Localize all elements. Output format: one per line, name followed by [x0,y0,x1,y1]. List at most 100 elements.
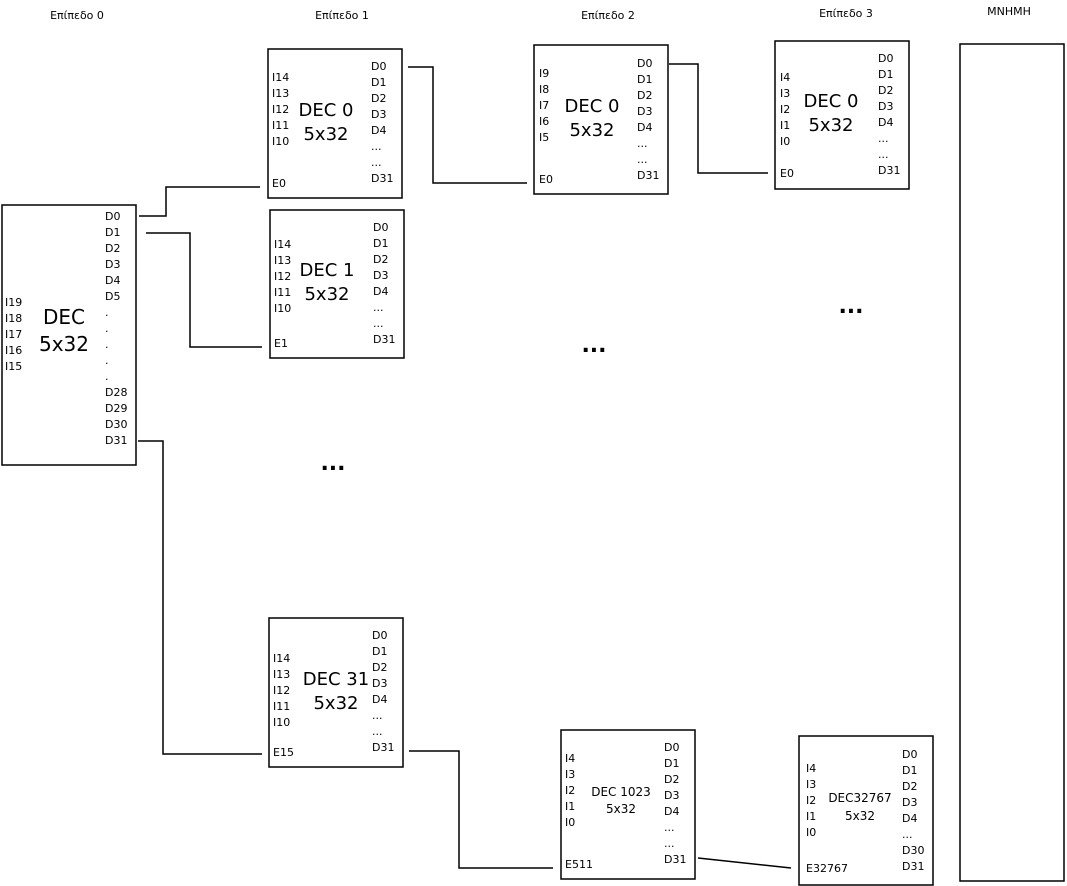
decoder-output-pin: D1 [637,73,652,86]
decoder-name: DEC 0 [565,96,620,117]
decoder-output-pin: D31 [878,164,900,177]
memory-label: ΜΝΗΜΗ [987,5,1031,18]
decoder-output-pin: D4 [371,124,386,137]
decoder-input-pin: I14 [272,71,289,84]
decoder-output-pin: . [105,322,109,335]
memory-block [959,43,1065,882]
decoder-output-pin: ... [371,156,382,169]
decoder-output-pin: D4 [664,805,679,818]
decoder-output-pin: D4 [637,121,652,134]
decoder-name: DEC [43,305,85,329]
decoder-input-pin: I17 [5,328,22,341]
decoder-input-pin: I8 [539,83,549,96]
decoder-name: DEC 1023 [591,785,651,799]
decoder-output-pin: D2 [105,242,120,255]
decoder-enable-pin: E0 [539,173,553,186]
decoder-output-pin: D2 [372,661,387,674]
wire-l1-dec31-to-l2-dec1023 [409,750,553,869]
decoder-box [269,209,405,359]
decoder-input-pin: I2 [780,103,790,116]
decoder-output-pin: . [105,370,109,383]
decoder-input-pin: I13 [273,668,290,681]
ellipsis-level-1: ... [320,451,345,476]
decoder-output-pin: D2 [373,253,388,266]
decoder-output-pin: D2 [664,773,679,786]
decoder-l1-dec1: DEC 15x32I14I13I12I11I10D0D1D2D3D4......… [269,209,405,359]
level-3-label: Επίπεδο 3 [819,7,873,20]
decoder-output-pin: D28 [105,386,127,399]
decoder-output-pin: D3 [637,105,652,118]
level-1-label: Επίπεδο 1 [315,9,369,22]
wire-root-d31-to-l1-dec31 [138,440,262,755]
decoder-output-pin: D3 [371,108,386,121]
wire-l1-dec0-to-l2-dec0 [408,66,527,184]
decoder-input-pin: I5 [539,131,549,144]
decoder-output-pin: D4 [372,693,387,706]
decoder-enable-pin: E1 [274,337,288,350]
decoder-l2-dec1023: DEC 10235x32I4I3I2I1I0D0D1D2D3D4......D3… [560,729,696,880]
decoder-input-pin: I3 [565,768,575,781]
decoder-output-pin: D0 [637,57,652,70]
decoder-output-pin: D0 [373,221,388,234]
decoder-output-pin: D4 [878,116,893,129]
decoder-name: DEC 1 [300,260,355,281]
decoder-output-pin: D1 [902,764,917,777]
decoder-box [774,40,910,190]
decoder-size: 5x32 [313,693,358,714]
decoder-output-pin: D1 [371,76,386,89]
decoder-output-pin: D31 [902,860,924,873]
decoder-input-pin: I4 [565,752,575,765]
decoder-input-pin: I0 [565,816,575,829]
decoder-input-pin: I1 [806,810,816,823]
decoder-enable-pin: E511 [565,858,593,871]
decoder-input-pin: I3 [780,87,790,100]
decoder-output-pin: D1 [105,226,120,239]
decoder-box [267,48,403,199]
decoder-output-pin: D0 [878,52,893,65]
decoder-output-pin: ... [902,828,913,841]
decoder-output-pin: D31 [664,853,686,866]
decoder-input-pin: I19 [5,296,22,309]
decoder-output-pin: ... [637,137,648,150]
decoder-input-pin: I3 [806,778,816,791]
decoder-output-pin: D5 [105,290,120,303]
decoder-output-pin: D0 [902,748,917,761]
decoder-l3-dec32767: DEC327675x32I4I3I2I1I0D0D1D2D3D4...D30D3… [798,735,934,886]
decoder-output-pin: ... [664,821,675,834]
decoder-box [533,44,669,195]
decoder-input-pin: I12 [273,684,290,697]
wire-root-d1-to-l1-dec1 [146,232,262,348]
decoder-input-pin: I15 [5,360,22,373]
decoder-input-pin: I2 [565,784,575,797]
decoder-input-pin: I6 [539,115,549,128]
decoder-output-pin: D0 [105,210,120,223]
decoder-output-pin: D3 [902,796,917,809]
decoder-size: 5x32 [39,332,89,356]
decoder-output-pin: D1 [373,237,388,250]
ellipsis-level-2: ... [581,333,606,358]
decoder-output-pin: ... [637,153,648,166]
decoder-l1-dec31: DEC 315x32I14I13I12I11I10D0D1D2D3D4.....… [268,617,404,768]
decoder-name: DEC32767 [828,791,891,805]
decoder-input-pin: I14 [273,652,290,665]
decoder-output-pin: D3 [878,100,893,113]
decoder-input-pin: I11 [273,700,290,713]
decoder-name: DEC 0 [299,100,354,121]
decoder-output-pin: ... [371,140,382,153]
decoder-output-pin: D31 [371,172,393,185]
decoder-output-pin: D1 [878,68,893,81]
decoder-output-pin: D31 [373,333,395,346]
decoder-output-pin: ... [878,132,889,145]
decoder-input-pin: I1 [780,119,790,132]
decoder-output-pin: D1 [372,645,387,658]
decoder-input-pin: I14 [274,238,291,251]
decoder-size: 5x32 [808,115,853,136]
decoder-output-pin: D1 [664,757,679,770]
decoder-output-pin: . [105,306,109,319]
decoder-output-pin: D4 [105,274,120,287]
decoder-output-pin: D29 [105,402,127,415]
decoder-output-pin: D2 [637,89,652,102]
decoder-input-pin: I11 [274,286,291,299]
